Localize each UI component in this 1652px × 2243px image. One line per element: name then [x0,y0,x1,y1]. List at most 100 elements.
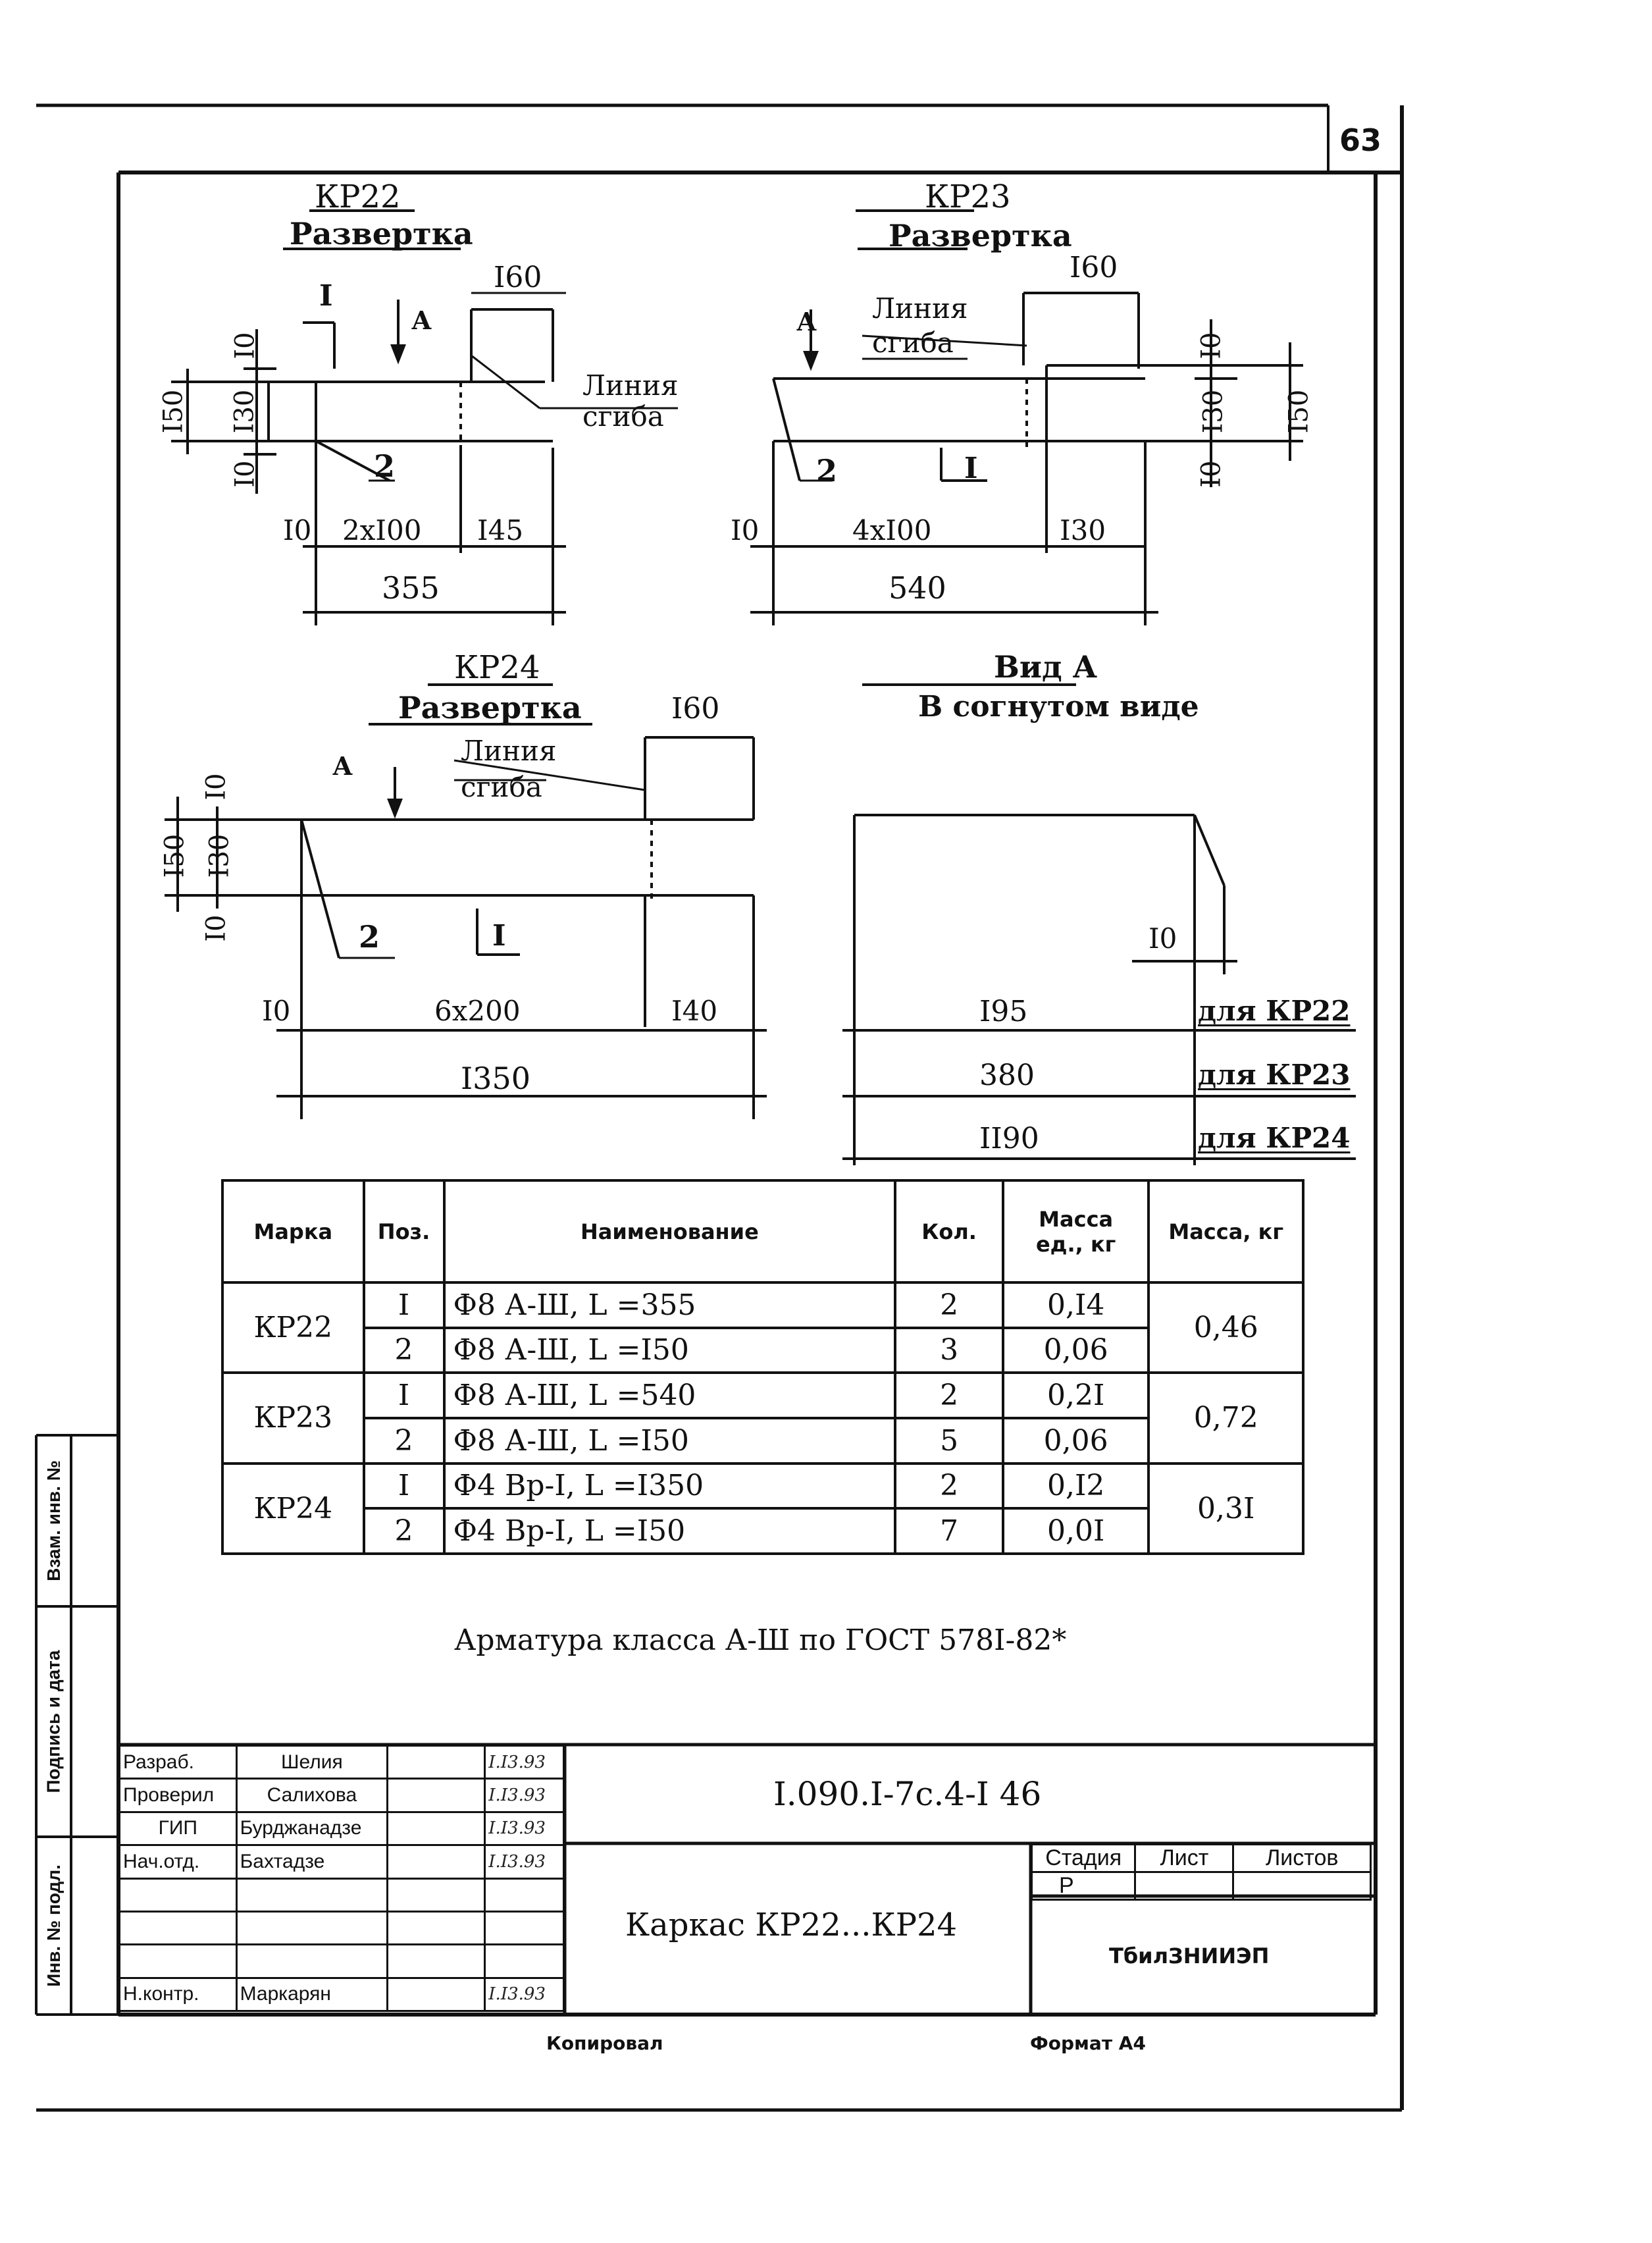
kr22-dim-2x100: 2хI00 [342,514,422,546]
mark-cell: КР22 [221,1280,365,1375]
kr23-dim-130b: I30 [1060,514,1106,546]
name-cell: Ф8 А-Ш, L =540 [442,1371,897,1419]
signature-row [118,1943,565,1979]
signature-cell [386,1844,486,1880]
kr24-title: КР24 [454,649,540,686]
date-cell: I.I3.93 [484,1744,565,1780]
unit-mass-cell: 0,0I [1001,1507,1150,1555]
footer-copied: Копировал [546,2032,663,2054]
signature-row: Нач.отд. Бахтадзе I.I3.93 [118,1844,565,1880]
qty-cell: 7 [894,1507,1004,1555]
name-cell: Ф8 А-Ш, L =I50 [442,1326,897,1375]
signature-row: Разраб. Шелия I.I3.93 [118,1744,565,1780]
drawing-name: Каркас КР22...КР24 [625,1907,958,1943]
sheets-header: Листов [1232,1843,1372,1873]
role-cell: ГИП [118,1810,238,1847]
kr22-pos-2-label: 2 [374,448,396,484]
kr22-bend-line-1: Линия [582,369,679,402]
unit-mass-cell: 0,I2 [1001,1462,1150,1510]
kr22-dim-130: I30 [229,389,260,434]
name-cell: Ф4 Вр-I, L =I350 [442,1462,897,1510]
unit-mass-cell: 0,I4 [1001,1281,1150,1329]
kr22-dim-10-bot: I0 [230,460,261,488]
view-a-for-kr22: для КР22 [1198,995,1351,1027]
kr24-view-a-label: А [332,751,353,781]
kr23-dim-160: I60 [1070,251,1118,284]
kr24-dim-6x200: 6х200 [434,995,521,1027]
kr22-bend-line-2: сгиба [582,400,664,433]
kr23-view-a-label: А [796,307,817,336]
side-stamp-sign-date: Подпись и дата [43,1650,64,1793]
kr23-dim-150: I50 [1283,389,1314,434]
table-row: КР23 I Ф8 А-Ш, L =540 2 0,2I 0,72 [221,1371,1304,1465]
kr24-dim-1350: I350 [461,1061,530,1096]
view-a-dim-10: I0 [1149,922,1177,955]
name-cell [235,1910,389,1946]
date-cell: I.I3.93 [484,1844,565,1880]
signature-cell [386,1744,486,1780]
name-cell: Бахтадзе [235,1844,389,1880]
role-cell [118,1943,238,1979]
name-cell [235,1877,389,1913]
kr24-pos-1-label: I [492,919,506,953]
role-cell [118,1877,238,1913]
total-mass-cell: 0,72 [1147,1371,1304,1465]
total-mass-cell: 0,46 [1147,1280,1304,1375]
pos-cell: I [362,1281,446,1329]
name-cell: Ф8 А-Ш, L =I50 [442,1416,897,1465]
view-a-for-kr24: для КР24 [1198,1122,1351,1154]
pos-cell: I [362,1462,446,1510]
kr23-dim-10-bot: I0 [1196,460,1227,488]
table-row: 2 Ф8 А-Ш, L =I50 3 0,06 [222,1326,1303,1375]
kr23-dim-10: I0 [731,514,760,546]
kr23-pos-2-label: 2 [816,453,838,488]
kr22-dim-355: 355 [382,570,440,606]
view-a-for-kr23: для КР23 [1198,1059,1351,1091]
document-code: I.090.I-7с.4-I 46 [773,1775,1042,1813]
kr22-pos-1-label: I [319,279,333,313]
kr24-dim-130: I30 [204,833,235,878]
stage-value: Р [1030,1871,1137,1901]
col-header-pos: Поз. [362,1179,446,1284]
kr22-subtitle: Развертка [290,216,473,251]
name-cell: Ф8 А-Ш, L =355 [442,1281,897,1329]
kr24-dim-160: I60 [671,692,720,726]
kr23-bend-line-2: сгиба [872,327,954,359]
name-cell: Шелия [235,1744,389,1780]
qty-cell: 2 [894,1371,1004,1419]
col-header-mark: Марка [221,1179,365,1284]
name-cell: Бурджанадзе [235,1810,389,1847]
kr24-bend-line-2: сгиба [461,771,542,803]
kr24-dim-150: I50 [159,833,190,878]
kr23-bend-line-1: Линия [872,292,968,325]
role-cell: Н.контр. [118,1976,238,2013]
signature-cell [386,1910,486,1946]
stage-header: Стадия [1030,1843,1137,1873]
total-mass-cell: 0,3I [1147,1462,1304,1556]
qty-cell: 2 [894,1462,1004,1510]
kr23-dim-4x100: 4хI00 [852,514,932,546]
date-cell: I.I3.93 [484,1810,565,1847]
pos-cell: I [362,1371,446,1419]
view-a-dim-1190: II90 [979,1122,1039,1155]
kr22-dim-160: I60 [494,261,542,294]
kr22-dim-10-top: I0 [230,332,261,359]
kr23-dim-540: 540 [889,570,946,606]
pos-cell: 2 [362,1416,446,1465]
table-row: КР22 I Ф8 А-Ш, L =355 2 0,I4 0,46 [221,1280,1304,1375]
sheet-header: Лист [1134,1843,1235,1873]
qty-cell: 3 [894,1326,1004,1375]
sheet-number: 63 [1339,122,1382,158]
kr24-bend-line-1: Линия [461,735,557,767]
kr23-subtitle: Развертка [889,218,1072,253]
view-a-title: Вид А [994,649,1098,685]
kr22-dim-10: I0 [283,514,312,546]
role-cell [118,1910,238,1946]
col-header-unit-mass: Масса ед., кг [1001,1179,1150,1284]
role-cell: Разраб. [118,1744,238,1780]
stage-table: Стадия Лист Листов Р [1030,1843,1372,1901]
specification-table: Марка Поз. Наименование Кол. Масса ед., … [221,1179,1304,1556]
kr23-dim-10-top: I0 [1196,332,1227,359]
kr23-pos-1-label: I [964,452,978,485]
side-stamp-replaced-inv: Взам. инв. № [43,1460,64,1581]
